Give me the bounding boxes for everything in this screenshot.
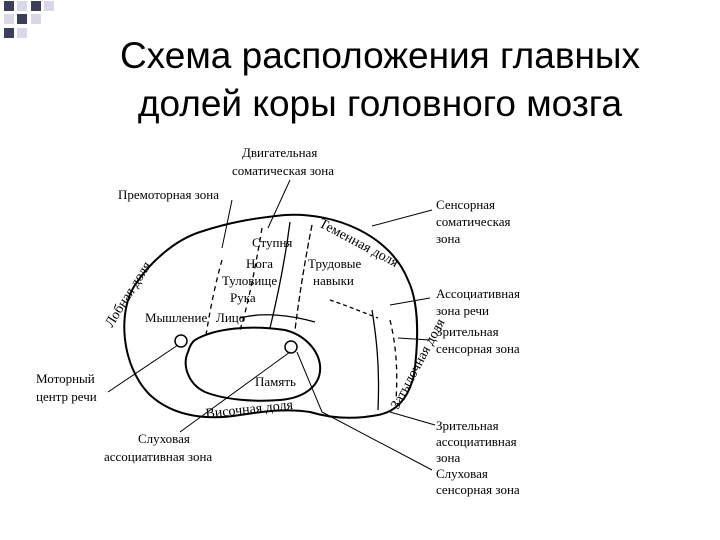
label-labor-skills: Трудовые	[308, 256, 361, 271]
label-temporal-lobe: Височная доля	[205, 398, 294, 422]
label-occipital-lobe: Затылочная доля	[388, 316, 448, 412]
label-assoc-speech: Ассоциативная	[436, 286, 520, 301]
label-visual-assoc: Зрительная	[436, 418, 499, 433]
decor-square	[4, 14, 14, 24]
label-auditory-assoc: Слуховая	[138, 431, 190, 446]
label-visual-sensory: сенсорная зона	[436, 341, 520, 356]
decor-square	[17, 14, 27, 24]
zone-markers	[174, 334, 298, 354]
label-labor-skills: навыки	[313, 273, 354, 288]
decor-square	[4, 28, 14, 38]
decor-square	[44, 1, 54, 11]
label-auditory-sensory: Слуховая	[436, 466, 488, 481]
decor-square	[31, 1, 41, 11]
label-motor-somatic: соматическая зона	[232, 163, 334, 178]
decor-square	[31, 14, 41, 24]
brain-outline	[123, 213, 419, 419]
decor-square	[17, 1, 27, 11]
label-leg: Нога	[246, 256, 273, 271]
label-visual-assoc: зона	[436, 450, 461, 465]
label-sensory-somatic: соматическая	[436, 214, 511, 229]
label-sensory-somatic: зона	[436, 231, 461, 246]
label-auditory-sensory: сенсорная зона	[436, 482, 520, 497]
label-thinking: Мышление	[145, 310, 207, 325]
label-motor-speech: Моторный	[36, 371, 95, 386]
decor-square	[4, 1, 14, 11]
gyri-lines	[205, 221, 398, 411]
slide-title-line: долей коры головного мозга	[137, 83, 623, 124]
label-foot: Ступня	[252, 235, 292, 250]
label-motor-speech: центр речи	[36, 389, 97, 404]
corner-decoration	[4, 1, 54, 38]
slide-title: Схема расположения главных долей коры го…	[60, 32, 700, 128]
label-premotor-zone: Премоторная зона	[118, 187, 219, 202]
label-motor-somatic: Двигательная	[242, 145, 317, 160]
decor-square	[17, 28, 27, 38]
label-auditory-assoc: ассоциативная зона	[104, 449, 212, 464]
label-assoc-speech: зона речи	[436, 303, 489, 318]
label-memory: Память	[255, 374, 296, 389]
label-face: Лицо	[216, 310, 245, 325]
label-visual-assoc: ассоциативная	[436, 434, 517, 449]
leader-lines	[107, 179, 436, 471]
label-visual-sensory: Зрительная	[436, 324, 499, 339]
label-trunk: Туловище	[222, 273, 277, 288]
slide-title-line: Схема расположения главных	[119, 35, 641, 76]
label-hand: Рука	[230, 290, 256, 305]
speech-center-marker	[174, 334, 188, 348]
label-sensory-somatic: Сенсорная	[436, 197, 495, 212]
auditory-marker	[284, 340, 298, 354]
